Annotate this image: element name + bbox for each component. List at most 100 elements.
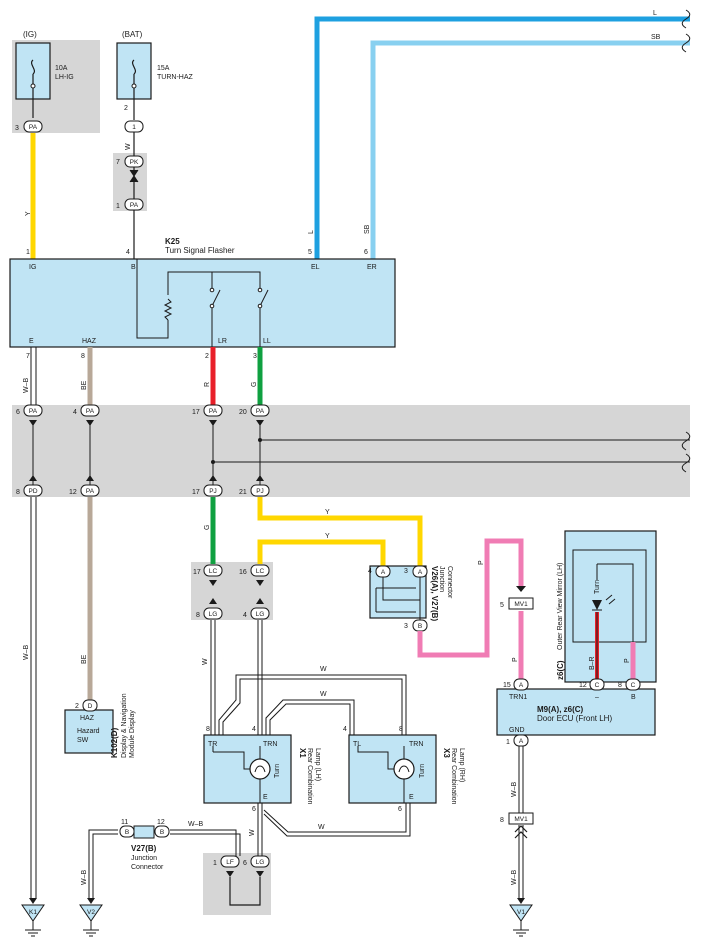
break-mark-mid bbox=[681, 431, 691, 473]
svg-text:P: P bbox=[478, 560, 485, 565]
svg-text:P: P bbox=[624, 658, 631, 663]
svg-text:LC: LC bbox=[209, 568, 218, 575]
bat-source-label: (BAT) bbox=[122, 30, 143, 39]
jb-upper-connectors: PA 6 PA 4 PA 17 PA 20 bbox=[16, 404, 270, 417]
svg-text:4: 4 bbox=[73, 409, 77, 416]
svg-text:TRN: TRN bbox=[263, 741, 277, 748]
wire-sb bbox=[370, 40, 690, 259]
mirror-name: Outer Rear View Mirror (LH) bbox=[557, 563, 564, 650]
svg-text:L: L bbox=[308, 230, 315, 234]
svg-text:D: D bbox=[88, 703, 93, 710]
svg-text:TRN: TRN bbox=[409, 741, 423, 748]
junction-v27-code: V27(B) bbox=[131, 844, 157, 853]
lamp-rh-line1: Rear Combination bbox=[450, 748, 457, 805]
svg-text:Turn: Turn bbox=[594, 580, 601, 594]
svg-text:W–B: W–B bbox=[81, 870, 88, 886]
svg-text:B: B bbox=[160, 829, 164, 836]
svg-text:2: 2 bbox=[205, 353, 209, 360]
ecu-code: M9(A), z6(C) bbox=[537, 705, 584, 714]
fuse-ig-name: LH-IG bbox=[55, 74, 74, 81]
ground-k1: K1 bbox=[21, 904, 45, 937]
lamp-rh-bulb bbox=[393, 758, 415, 780]
svg-text:Turn: Turn bbox=[274, 764, 281, 778]
svg-text:W: W bbox=[202, 658, 209, 665]
svg-text:21: 21 bbox=[239, 489, 247, 496]
connector-bat-1: 1 bbox=[124, 120, 144, 133]
junction-block-area bbox=[12, 405, 690, 497]
svg-text:W: W bbox=[125, 143, 132, 150]
svg-text:A: A bbox=[519, 682, 524, 689]
svg-text:IG: IG bbox=[29, 264, 36, 271]
svg-text:BE: BE bbox=[81, 654, 88, 664]
junction-connector-v26: A 4 A 3 B 3 bbox=[368, 565, 428, 632]
svg-text:PA: PA bbox=[29, 124, 38, 131]
svg-text:TL: TL bbox=[353, 741, 361, 748]
svg-text:B: B bbox=[418, 623, 422, 630]
svg-text:ER: ER bbox=[367, 264, 377, 271]
svg-text:PJ: PJ bbox=[209, 488, 217, 495]
svg-text:A: A bbox=[418, 569, 423, 576]
svg-text:A: A bbox=[381, 569, 386, 576]
svg-text:BE: BE bbox=[81, 380, 88, 390]
svg-text:B: B bbox=[631, 694, 636, 701]
svg-text:8: 8 bbox=[81, 353, 85, 360]
connector-pk: PK 7 PA 1 bbox=[116, 155, 144, 211]
svg-text:Y: Y bbox=[325, 509, 330, 516]
junction-block-lines bbox=[32, 420, 690, 485]
svg-text:12: 12 bbox=[69, 489, 77, 496]
wire-l bbox=[314, 16, 690, 259]
svg-text:Module Display: Module Display bbox=[129, 710, 136, 758]
connector-mv1-bottom bbox=[508, 812, 534, 825]
svg-text:Connector: Connector bbox=[131, 864, 164, 871]
svg-text:6: 6 bbox=[16, 409, 20, 416]
svg-text:W–B: W–B bbox=[23, 378, 30, 394]
connector-mv1-top bbox=[508, 597, 534, 610]
ground-v1: V1 bbox=[509, 904, 533, 937]
svg-text:Y: Y bbox=[25, 211, 32, 216]
svg-text:12: 12 bbox=[579, 682, 587, 689]
svg-text:8: 8 bbox=[500, 817, 504, 824]
svg-text:E: E bbox=[29, 338, 34, 345]
svg-text:Connector: Connector bbox=[446, 566, 453, 599]
svg-text:W: W bbox=[249, 829, 256, 836]
svg-text:GND: GND bbox=[509, 727, 525, 734]
svg-text:4: 4 bbox=[368, 568, 372, 575]
svg-text:Display & Navigation: Display & Navigation bbox=[121, 693, 128, 758]
svg-text:P: P bbox=[512, 657, 519, 662]
svg-text:PA: PA bbox=[256, 408, 265, 415]
fuse-bat-name: TURN-HAZ bbox=[157, 74, 193, 81]
svg-text:–: – bbox=[595, 694, 599, 701]
ig-source-label: (IG) bbox=[23, 30, 37, 39]
svg-text:Hazard: Hazard bbox=[77, 728, 100, 735]
svg-text:SB: SB bbox=[651, 34, 661, 41]
svg-text:W–B: W–B bbox=[188, 821, 204, 828]
svg-text:6: 6 bbox=[398, 806, 402, 813]
mirror-code: z6(C) bbox=[556, 660, 565, 680]
svg-text:4: 4 bbox=[126, 249, 130, 256]
svg-text:PA: PA bbox=[86, 488, 95, 495]
svg-text:L: L bbox=[653, 10, 657, 17]
svg-text:W–B: W–B bbox=[511, 870, 518, 886]
svg-text:8: 8 bbox=[618, 682, 622, 689]
svg-text:K1: K1 bbox=[29, 909, 37, 916]
svg-text:3: 3 bbox=[404, 623, 408, 630]
junction-v27-box bbox=[133, 825, 155, 839]
svg-text:W: W bbox=[320, 666, 327, 673]
svg-text:LR: LR bbox=[218, 338, 227, 345]
display-code: K102(D) bbox=[110, 727, 119, 758]
lamp-white-wires bbox=[210, 620, 411, 856]
wire-e-wb bbox=[30, 347, 37, 898]
fuse-ig-symbol bbox=[30, 59, 36, 75]
svg-text:LG: LG bbox=[256, 611, 265, 618]
wire-y-lower bbox=[257, 539, 386, 566]
connector-ig-pa: PA 3 bbox=[15, 120, 43, 133]
svg-text:LF: LF bbox=[226, 859, 234, 866]
svg-text:SB: SB bbox=[364, 224, 371, 234]
svg-text:17: 17 bbox=[193, 569, 201, 576]
fuse-bat-symbol bbox=[131, 59, 137, 75]
svg-text:G: G bbox=[251, 382, 258, 387]
lc-lg-connectors: LC 17 LC 16 LG 8 LG 4 bbox=[193, 564, 270, 620]
svg-text:PD: PD bbox=[28, 488, 37, 495]
svg-text:15: 15 bbox=[503, 682, 511, 689]
